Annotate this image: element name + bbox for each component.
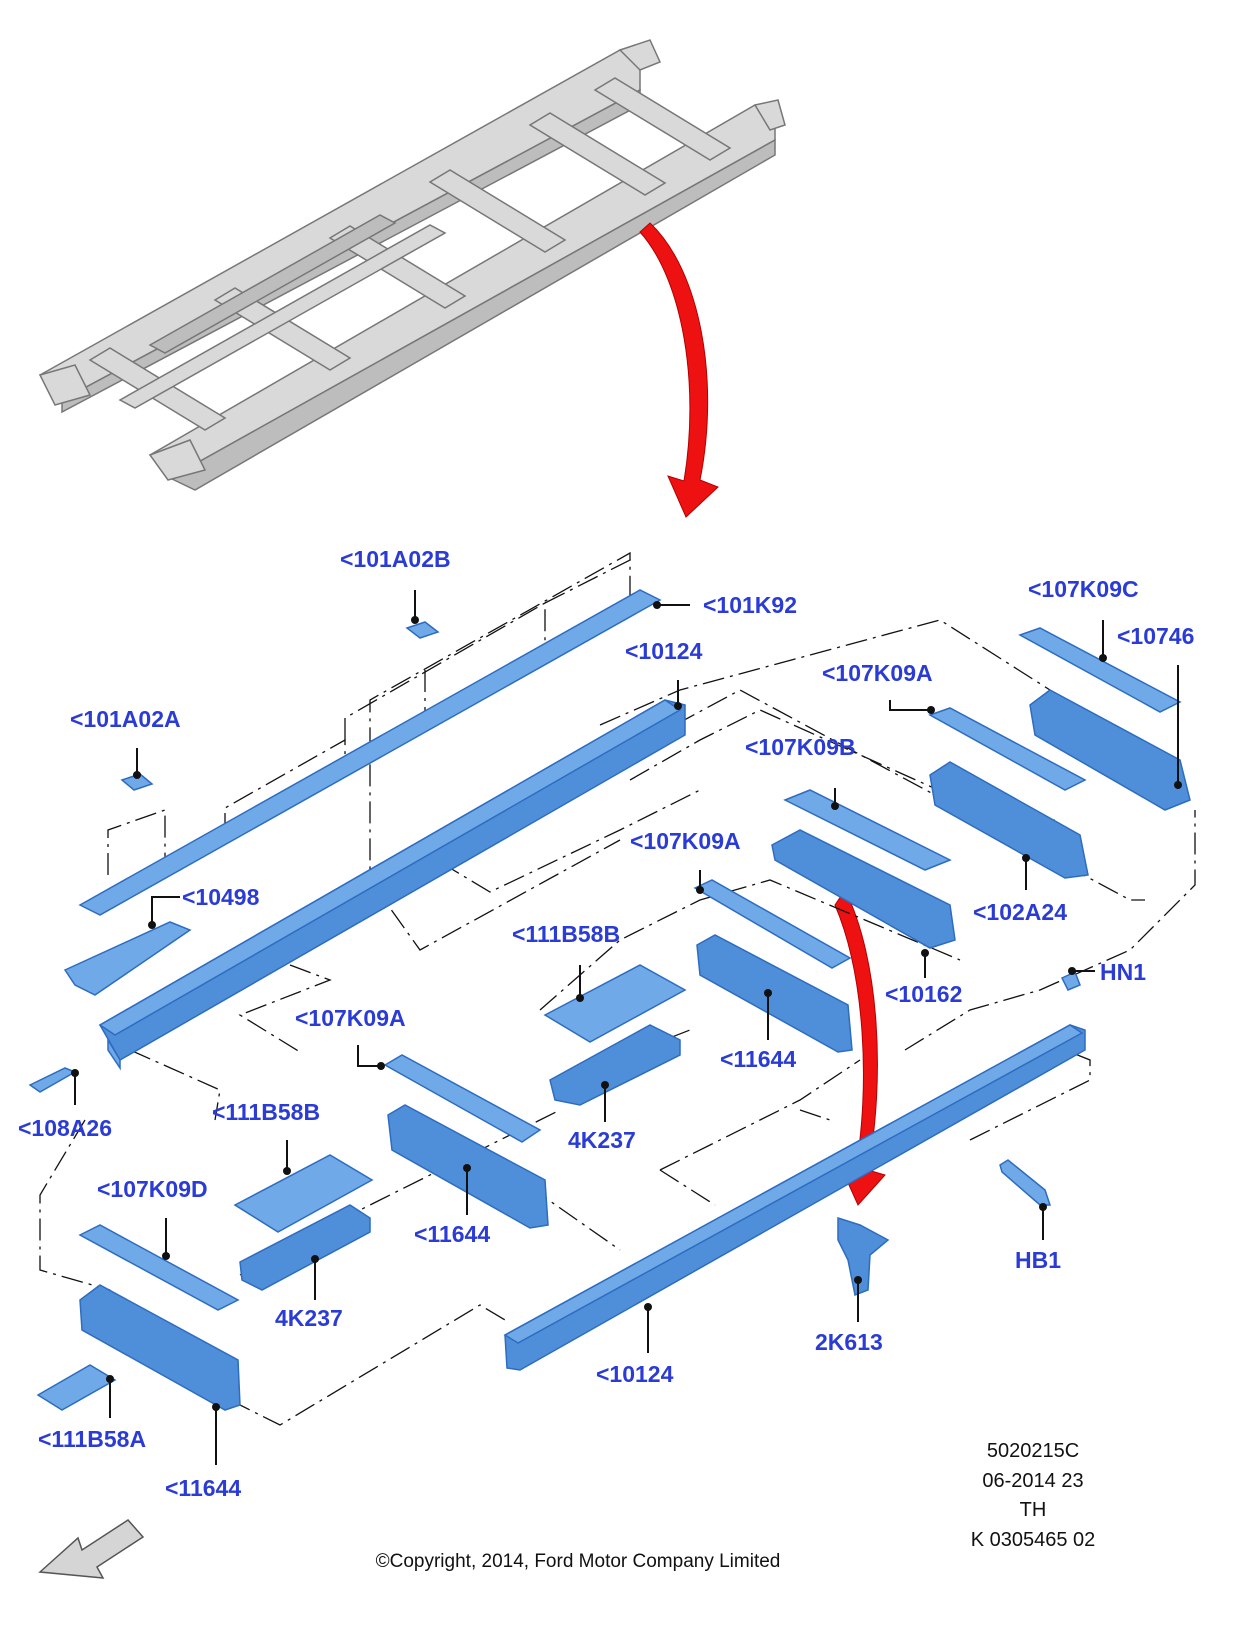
callout-HN1: HN1 <box>1100 959 1146 985</box>
callout-10746: <10746 <box>1117 623 1194 649</box>
callout-10498: <10498 <box>182 884 260 910</box>
part-107K09B <box>783 789 952 871</box>
part-11644-bottom <box>79 1284 241 1411</box>
part-108A26 <box>28 1067 77 1093</box>
reference-date: 06-2014 23 <box>982 1470 1083 1492</box>
part-111B58B-mid <box>543 964 687 1043</box>
reference-code: 5020215C <box>987 1440 1079 1462</box>
reference-number: K 0305465 02 <box>971 1529 1096 1551</box>
part-10162 <box>771 829 956 949</box>
reference-region: TH <box>1020 1499 1047 1521</box>
callout-107K09C: <107K09C <box>1028 576 1139 602</box>
part-107K09A-mid <box>693 879 852 969</box>
part-2K613 <box>837 1216 890 1297</box>
part-107K09C <box>1018 627 1182 713</box>
part-101K92 <box>78 589 662 916</box>
callout-107K09D: <107K09D <box>97 1176 208 1202</box>
part-4K237-left <box>239 1204 371 1291</box>
part-HB1 <box>999 1159 1052 1206</box>
callout-101A02B: <101A02B <box>340 546 451 572</box>
part-102A24 <box>929 761 1089 879</box>
callout-11644-center: <11644 <box>414 1221 490 1247</box>
callout-107K09A-mid: <107K09A <box>630 828 741 854</box>
callout-2K613: 2K613 <box>815 1329 883 1355</box>
callout-labels: <101A02B <101K92 <10124 <107K09C <10746 … <box>18 546 1194 1501</box>
part-11644-mid <box>696 934 853 1053</box>
callout-4K237-left: 4K237 <box>275 1305 343 1331</box>
part-101A02B <box>405 621 440 639</box>
callout-107K09B: <107K09B <box>745 734 856 760</box>
callout-11644-bottom: <11644 <box>165 1475 241 1501</box>
copyright-text: ©Copyright, 2014, Ford Motor Company Lim… <box>376 1551 781 1572</box>
part-10746 <box>1029 689 1191 811</box>
callout-11644-mid: <11644 <box>720 1046 796 1072</box>
part-107K09D <box>78 1224 240 1311</box>
leader-lines <box>71 590 1182 1465</box>
part-111B58A <box>36 1364 117 1411</box>
callout-111B58A: <111B58A <box>38 1426 146 1452</box>
part-107K09A-left <box>383 1054 542 1143</box>
callout-101K92: <101K92 <box>703 592 797 618</box>
callout-HB1: HB1 <box>1015 1247 1061 1273</box>
callout-102A24: <102A24 <box>973 899 1067 925</box>
part-10498 <box>63 921 192 996</box>
callout-10162: <10162 <box>885 981 962 1007</box>
part-111B58B-left <box>233 1154 374 1233</box>
callout-111B58B-mid: <111B58B <box>512 921 620 947</box>
red-arrow-icon <box>639 222 719 518</box>
part-107K09A-right <box>928 707 1087 791</box>
callout-10124-bottom: <10124 <box>596 1361 674 1387</box>
red-arrow-icon <box>834 889 886 1206</box>
reference-block: 5020215C 06-2014 23 TH K 0305465 02 <box>971 1440 1096 1551</box>
callout-107K09A-right: <107K09A <box>822 660 933 686</box>
part-4K237-mid <box>549 1024 681 1106</box>
callout-108A26: <108A26 <box>18 1115 112 1141</box>
direction-arrow-icon <box>38 1519 145 1579</box>
parts <box>28 589 1191 1411</box>
callout-107K09A-left: <107K09A <box>295 1005 406 1031</box>
callout-10124-top: <10124 <box>625 638 703 664</box>
callout-111B58B-left: <111B58B <box>212 1099 320 1125</box>
chassis-frame-overview <box>38 39 786 491</box>
callout-4K237-mid: 4K237 <box>568 1127 636 1153</box>
callout-101A02A: <101A02A <box>70 706 181 732</box>
